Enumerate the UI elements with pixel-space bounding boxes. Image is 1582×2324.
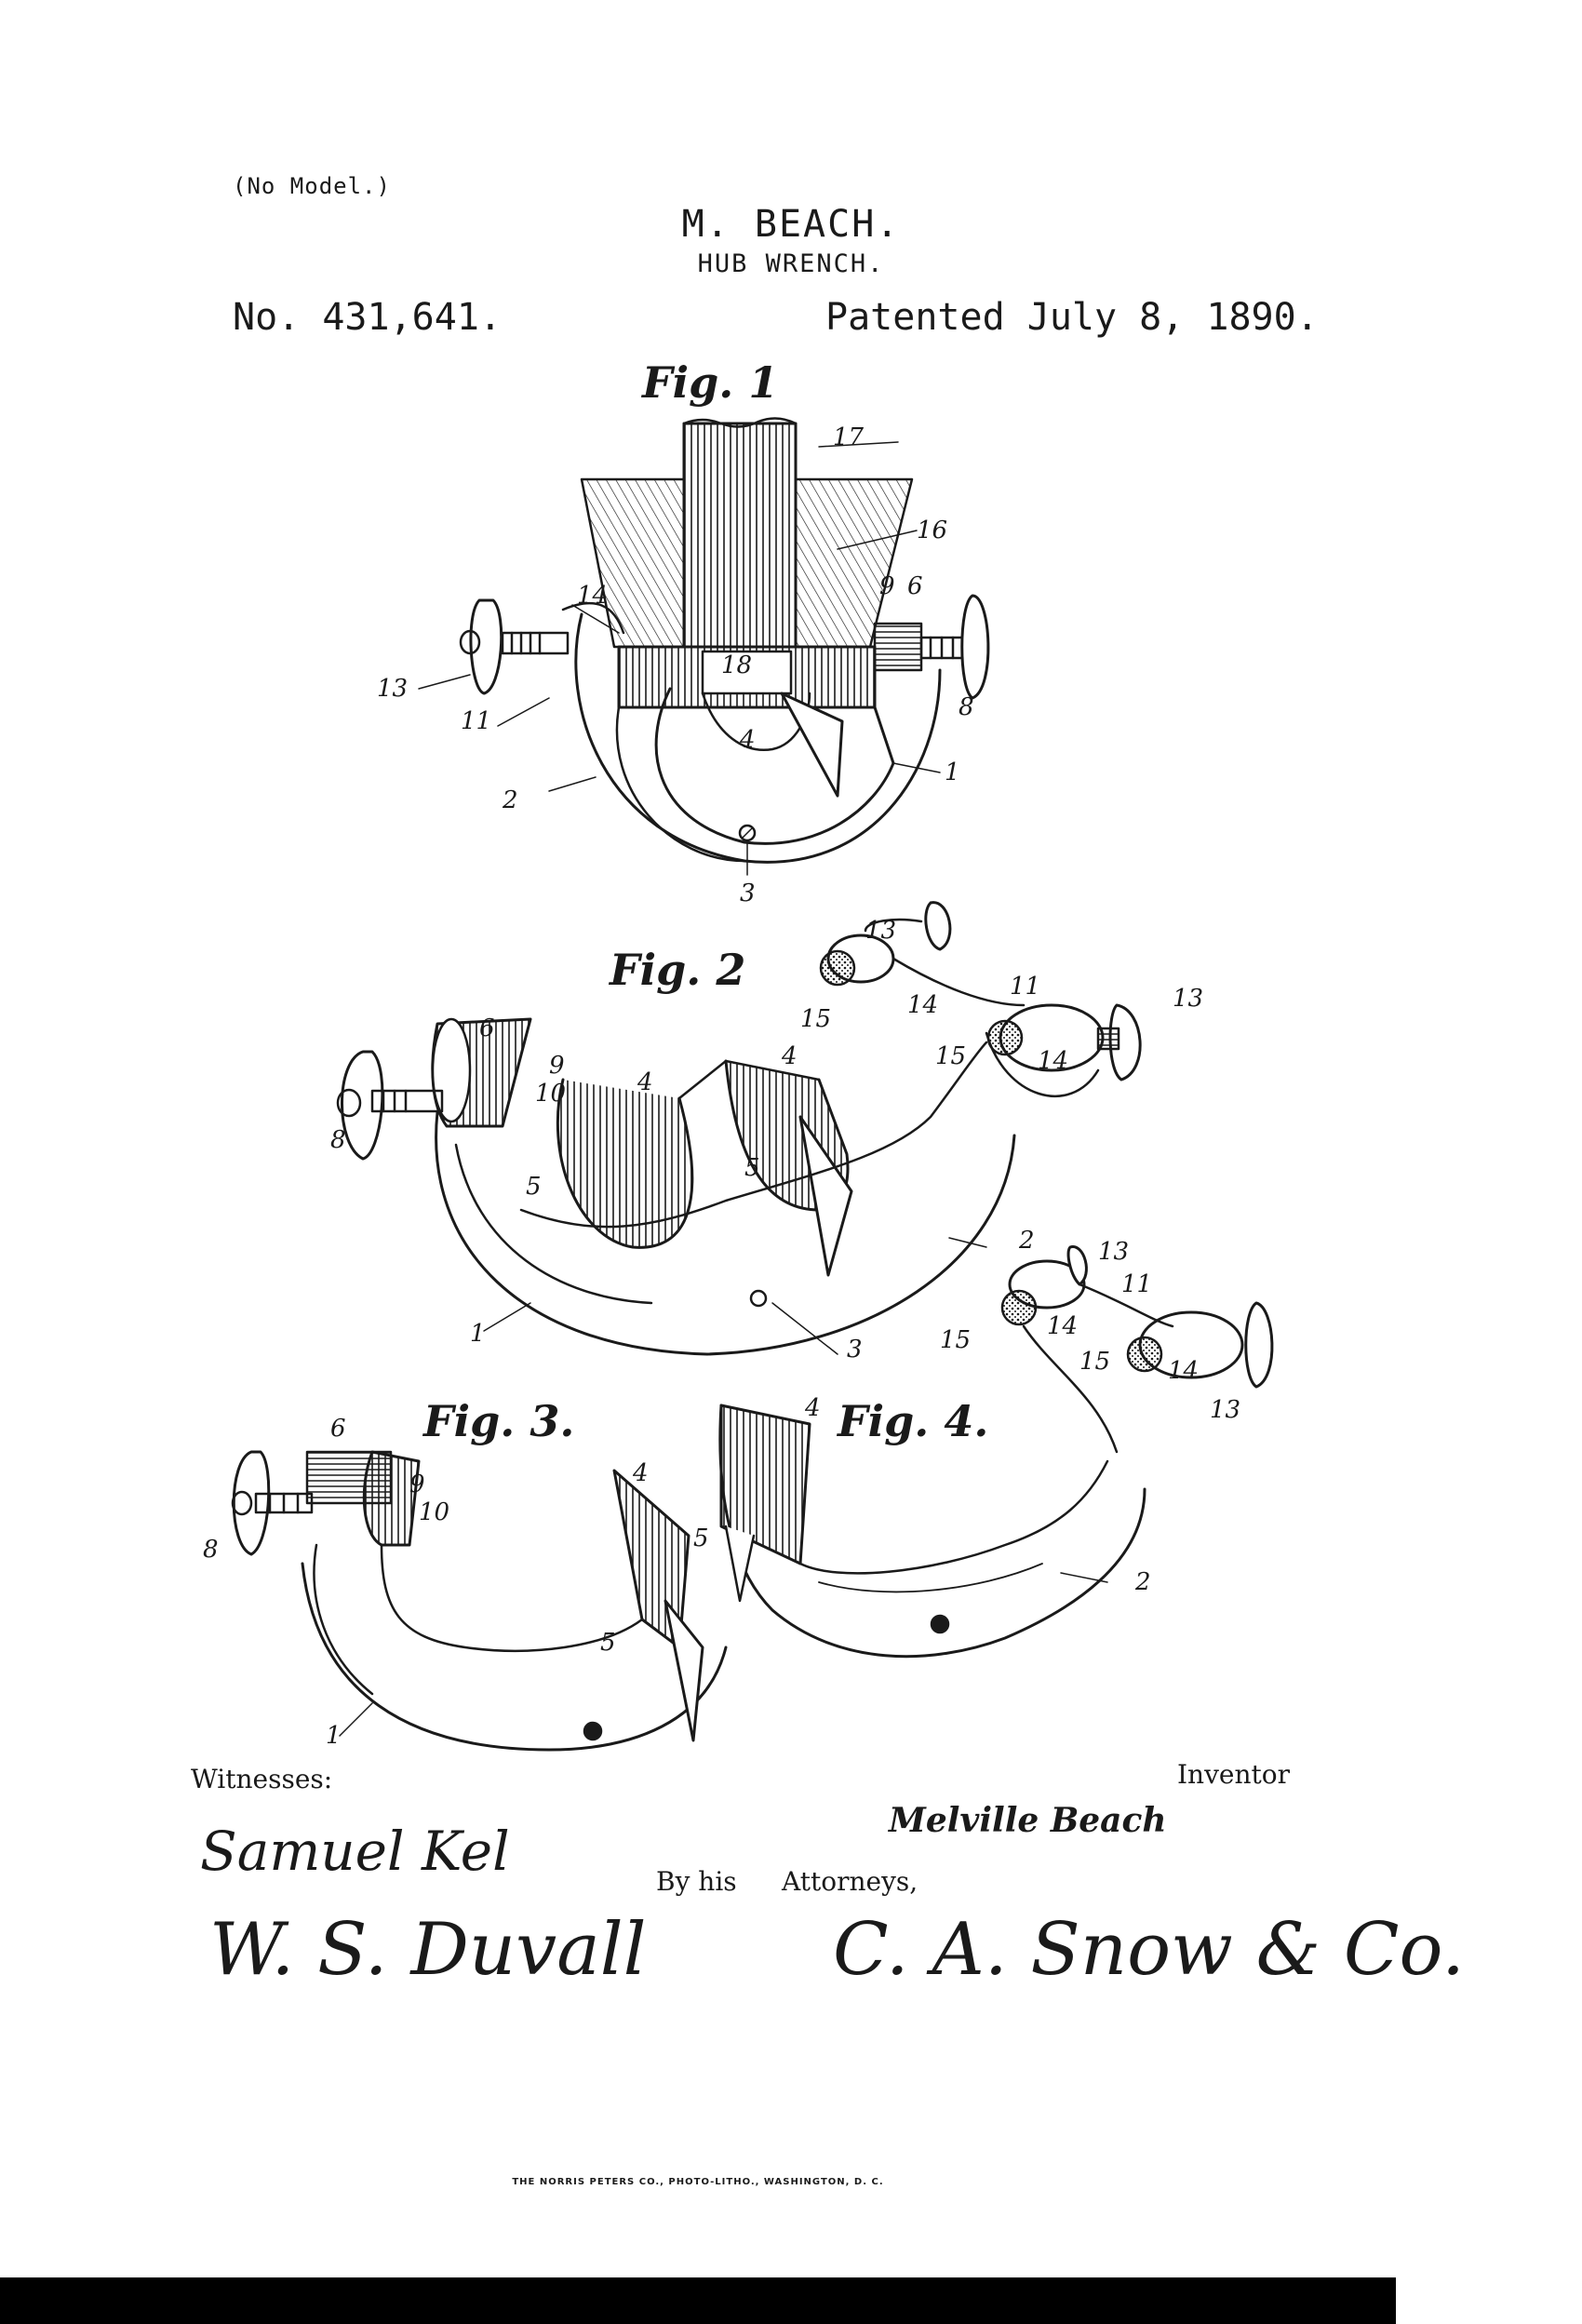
- fig4-ref: 11: [1121, 1270, 1153, 1298]
- fig1-ref: 14: [577, 582, 609, 610]
- model-note: (No Model.): [233, 173, 391, 199]
- fig2-ref: 14: [907, 991, 939, 1019]
- figure-3: [231, 1450, 728, 1752]
- fig4-ref: 4: [805, 1394, 821, 1422]
- fig2-ref: 4: [782, 1042, 798, 1070]
- fig3-ref: 6: [330, 1415, 346, 1443]
- invention-title: HUB WRENCH.: [697, 249, 885, 278]
- fig2-ref: 15: [800, 1005, 832, 1033]
- attorney-signature: C. A. Snow & Co.: [833, 1908, 1465, 1992]
- fig4-ref: 14: [1047, 1312, 1079, 1340]
- patent-number: No. 431,641.: [233, 296, 502, 339]
- leader-lines: [339, 441, 1108, 1737]
- fig2-ref: 5: [744, 1154, 760, 1182]
- fig1-label: Fig. 1: [642, 357, 779, 408]
- fig1-ref: 17: [833, 423, 865, 451]
- figure-2: [336, 901, 1142, 1356]
- attorneys-label: Attorneys,: [782, 1866, 918, 1897]
- fig2-ref: 15: [935, 1042, 967, 1070]
- fig2-ref: 3: [847, 1336, 863, 1364]
- fig4-label: Fig. 4.: [838, 1396, 989, 1446]
- fig1-ref: 18: [721, 652, 753, 679]
- fig2-ref: 13: [1173, 985, 1204, 1013]
- fig2-ref: 10: [535, 1080, 567, 1108]
- fig3-ref: 1: [326, 1722, 342, 1750]
- fig1-ref: 2: [503, 786, 518, 814]
- fig1-ref: 16: [917, 517, 948, 544]
- fig1-ref: 13: [377, 675, 409, 703]
- inventor-label: Inventor: [1177, 1759, 1291, 1790]
- fig3-ref: 8: [203, 1536, 219, 1564]
- fig3-ref: 5: [600, 1629, 616, 1657]
- fig4-ref: 14: [1168, 1357, 1200, 1385]
- printer-credit: THE NORRIS PETERS CO., PHOTO-LITHO., WAS…: [512, 2177, 884, 2187]
- inventor-surname: M. BEACH.: [681, 203, 901, 246]
- figure-1: [459, 417, 990, 864]
- fig1-ref: 1: [945, 759, 960, 786]
- fig2-ref: 4: [637, 1068, 653, 1096]
- fig1-ref: 3: [740, 880, 756, 907]
- fig2-ref: 14: [1038, 1047, 1069, 1075]
- fig2-ref: 9: [549, 1052, 565, 1080]
- fig2-ref: 8: [330, 1126, 346, 1154]
- fig2-ref: 13: [865, 917, 897, 945]
- fig4-ref: 15: [1079, 1348, 1111, 1376]
- fig1-ref: 11: [461, 707, 492, 735]
- fig3-ref: 4: [633, 1459, 649, 1487]
- figure-4: [718, 1245, 1274, 1659]
- fig1-ref: 8: [959, 693, 974, 721]
- witness-signature-1: Samuel Kel: [200, 1820, 510, 1883]
- fig4-ref: 2: [1135, 1568, 1151, 1596]
- fig3-label: Fig. 3.: [423, 1396, 575, 1446]
- inventor-name: Melville Beach: [889, 1801, 1167, 1840]
- fig2-ref: 1: [470, 1320, 486, 1348]
- witness-signature-2: W. S. Duvall: [209, 1908, 647, 1992]
- fig2-ref: 11: [1010, 973, 1041, 1001]
- fig3-ref: 10: [419, 1498, 450, 1526]
- fig4-ref: 13: [1098, 1238, 1130, 1266]
- fig2-ref: 2: [1019, 1227, 1035, 1255]
- witnesses-label: Witnesses:: [191, 1764, 333, 1794]
- fig1-ref: 6: [907, 572, 923, 600]
- fig4-ref: 5: [693, 1525, 709, 1552]
- fig2-ref: 5: [526, 1173, 542, 1201]
- fig3-ref: 9: [409, 1471, 425, 1498]
- fig4-ref: 15: [940, 1326, 972, 1354]
- fig2-ref: 6: [479, 1014, 495, 1042]
- fig1-ref: 4: [740, 726, 756, 754]
- fig1-ref: 9: [879, 572, 895, 600]
- fig2-label: Fig. 2: [610, 945, 746, 995]
- fig4-ref: 13: [1210, 1396, 1241, 1424]
- patent-date: Patented July 8, 1890.: [825, 296, 1319, 339]
- scan-edge-bar: [0, 2277, 1396, 2324]
- by-label: By his: [656, 1866, 737, 1897]
